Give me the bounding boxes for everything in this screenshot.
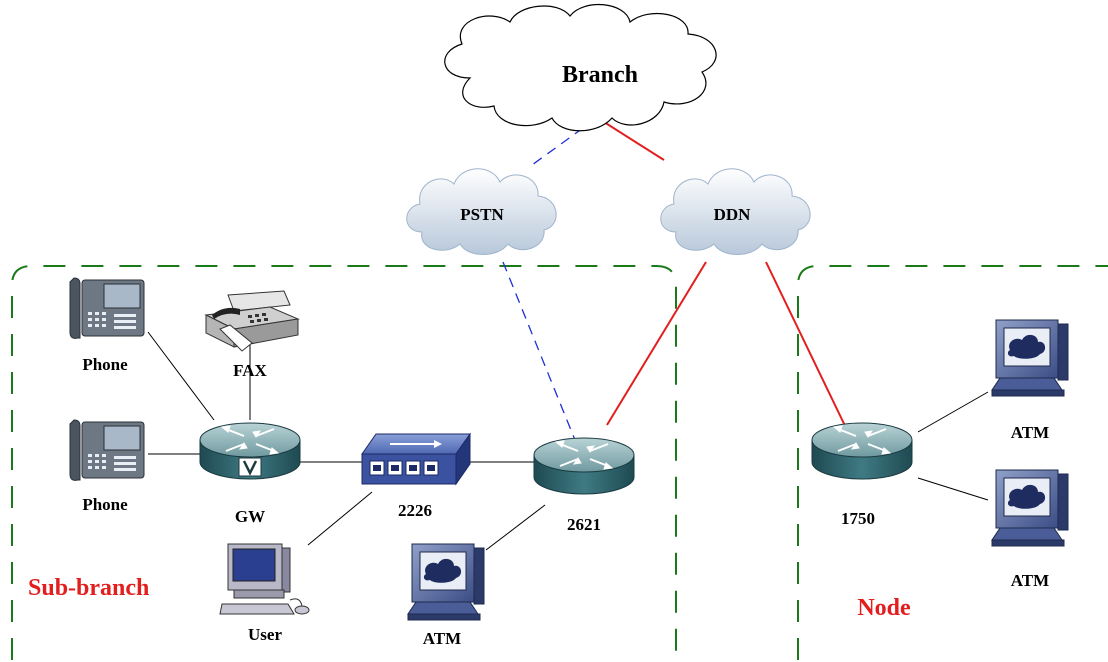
node-zone-border bbox=[797, 265, 1108, 660]
voice-gateway-router-icon bbox=[199, 422, 301, 480]
ddn-label: DDN bbox=[714, 205, 752, 224]
pstn-cloud: PSTN bbox=[406, 168, 557, 255]
workstation-icon bbox=[219, 543, 310, 615]
fax-machine-icon bbox=[204, 290, 300, 352]
link-pstn-2621 bbox=[502, 261, 576, 441]
branch-cloud: Branch bbox=[444, 3, 717, 132]
router-1750-label: 1750 bbox=[841, 509, 875, 528]
phone-top-icon bbox=[69, 277, 145, 339]
links bbox=[147, 121, 989, 551]
atm-node-top-label: ATM bbox=[1011, 423, 1049, 442]
link-phone-top-gw bbox=[147, 331, 215, 421]
atm-subbranch-icon bbox=[407, 543, 485, 621]
link-1750-atm-top bbox=[917, 391, 989, 433]
link-branch-ddn bbox=[603, 121, 665, 161]
ddn-cloud: DDN bbox=[660, 168, 811, 255]
router-2621-icon bbox=[533, 437, 635, 495]
phone-bottom-icon bbox=[69, 419, 145, 481]
gw-label: GW bbox=[235, 507, 265, 526]
sub-branch-zone-border bbox=[11, 265, 677, 660]
router-2621-label: 2621 bbox=[567, 515, 601, 534]
node-label: Node bbox=[857, 595, 911, 621]
atm-node-bottom-icon bbox=[991, 469, 1069, 547]
pstn-label: PSTN bbox=[460, 205, 504, 224]
atm-node-bottom-label: ATM bbox=[1011, 571, 1049, 590]
atm-subbranch-label: ATM bbox=[423, 629, 461, 648]
router-1750-icon bbox=[811, 422, 913, 480]
link-branch-pstn bbox=[531, 127, 584, 166]
sub-branch-label: Sub-branch bbox=[28, 575, 149, 601]
switch-2226-label: 2226 bbox=[398, 501, 432, 520]
phone-top-label: Phone bbox=[82, 355, 128, 374]
atm-node-top-icon bbox=[991, 319, 1069, 397]
branch-label: Branch bbox=[562, 62, 638, 88]
switch-icon bbox=[361, 432, 471, 486]
phone-bottom-label: Phone bbox=[82, 495, 128, 514]
link-ddn-2621 bbox=[606, 261, 707, 426]
link-1750-atm-bottom bbox=[917, 477, 989, 501]
link-ddn-1750 bbox=[765, 261, 849, 433]
user-label: User bbox=[248, 625, 282, 644]
link-atm-2621 bbox=[485, 504, 546, 551]
fax-label: FAX bbox=[233, 361, 267, 380]
link-user-2226 bbox=[307, 491, 373, 546]
